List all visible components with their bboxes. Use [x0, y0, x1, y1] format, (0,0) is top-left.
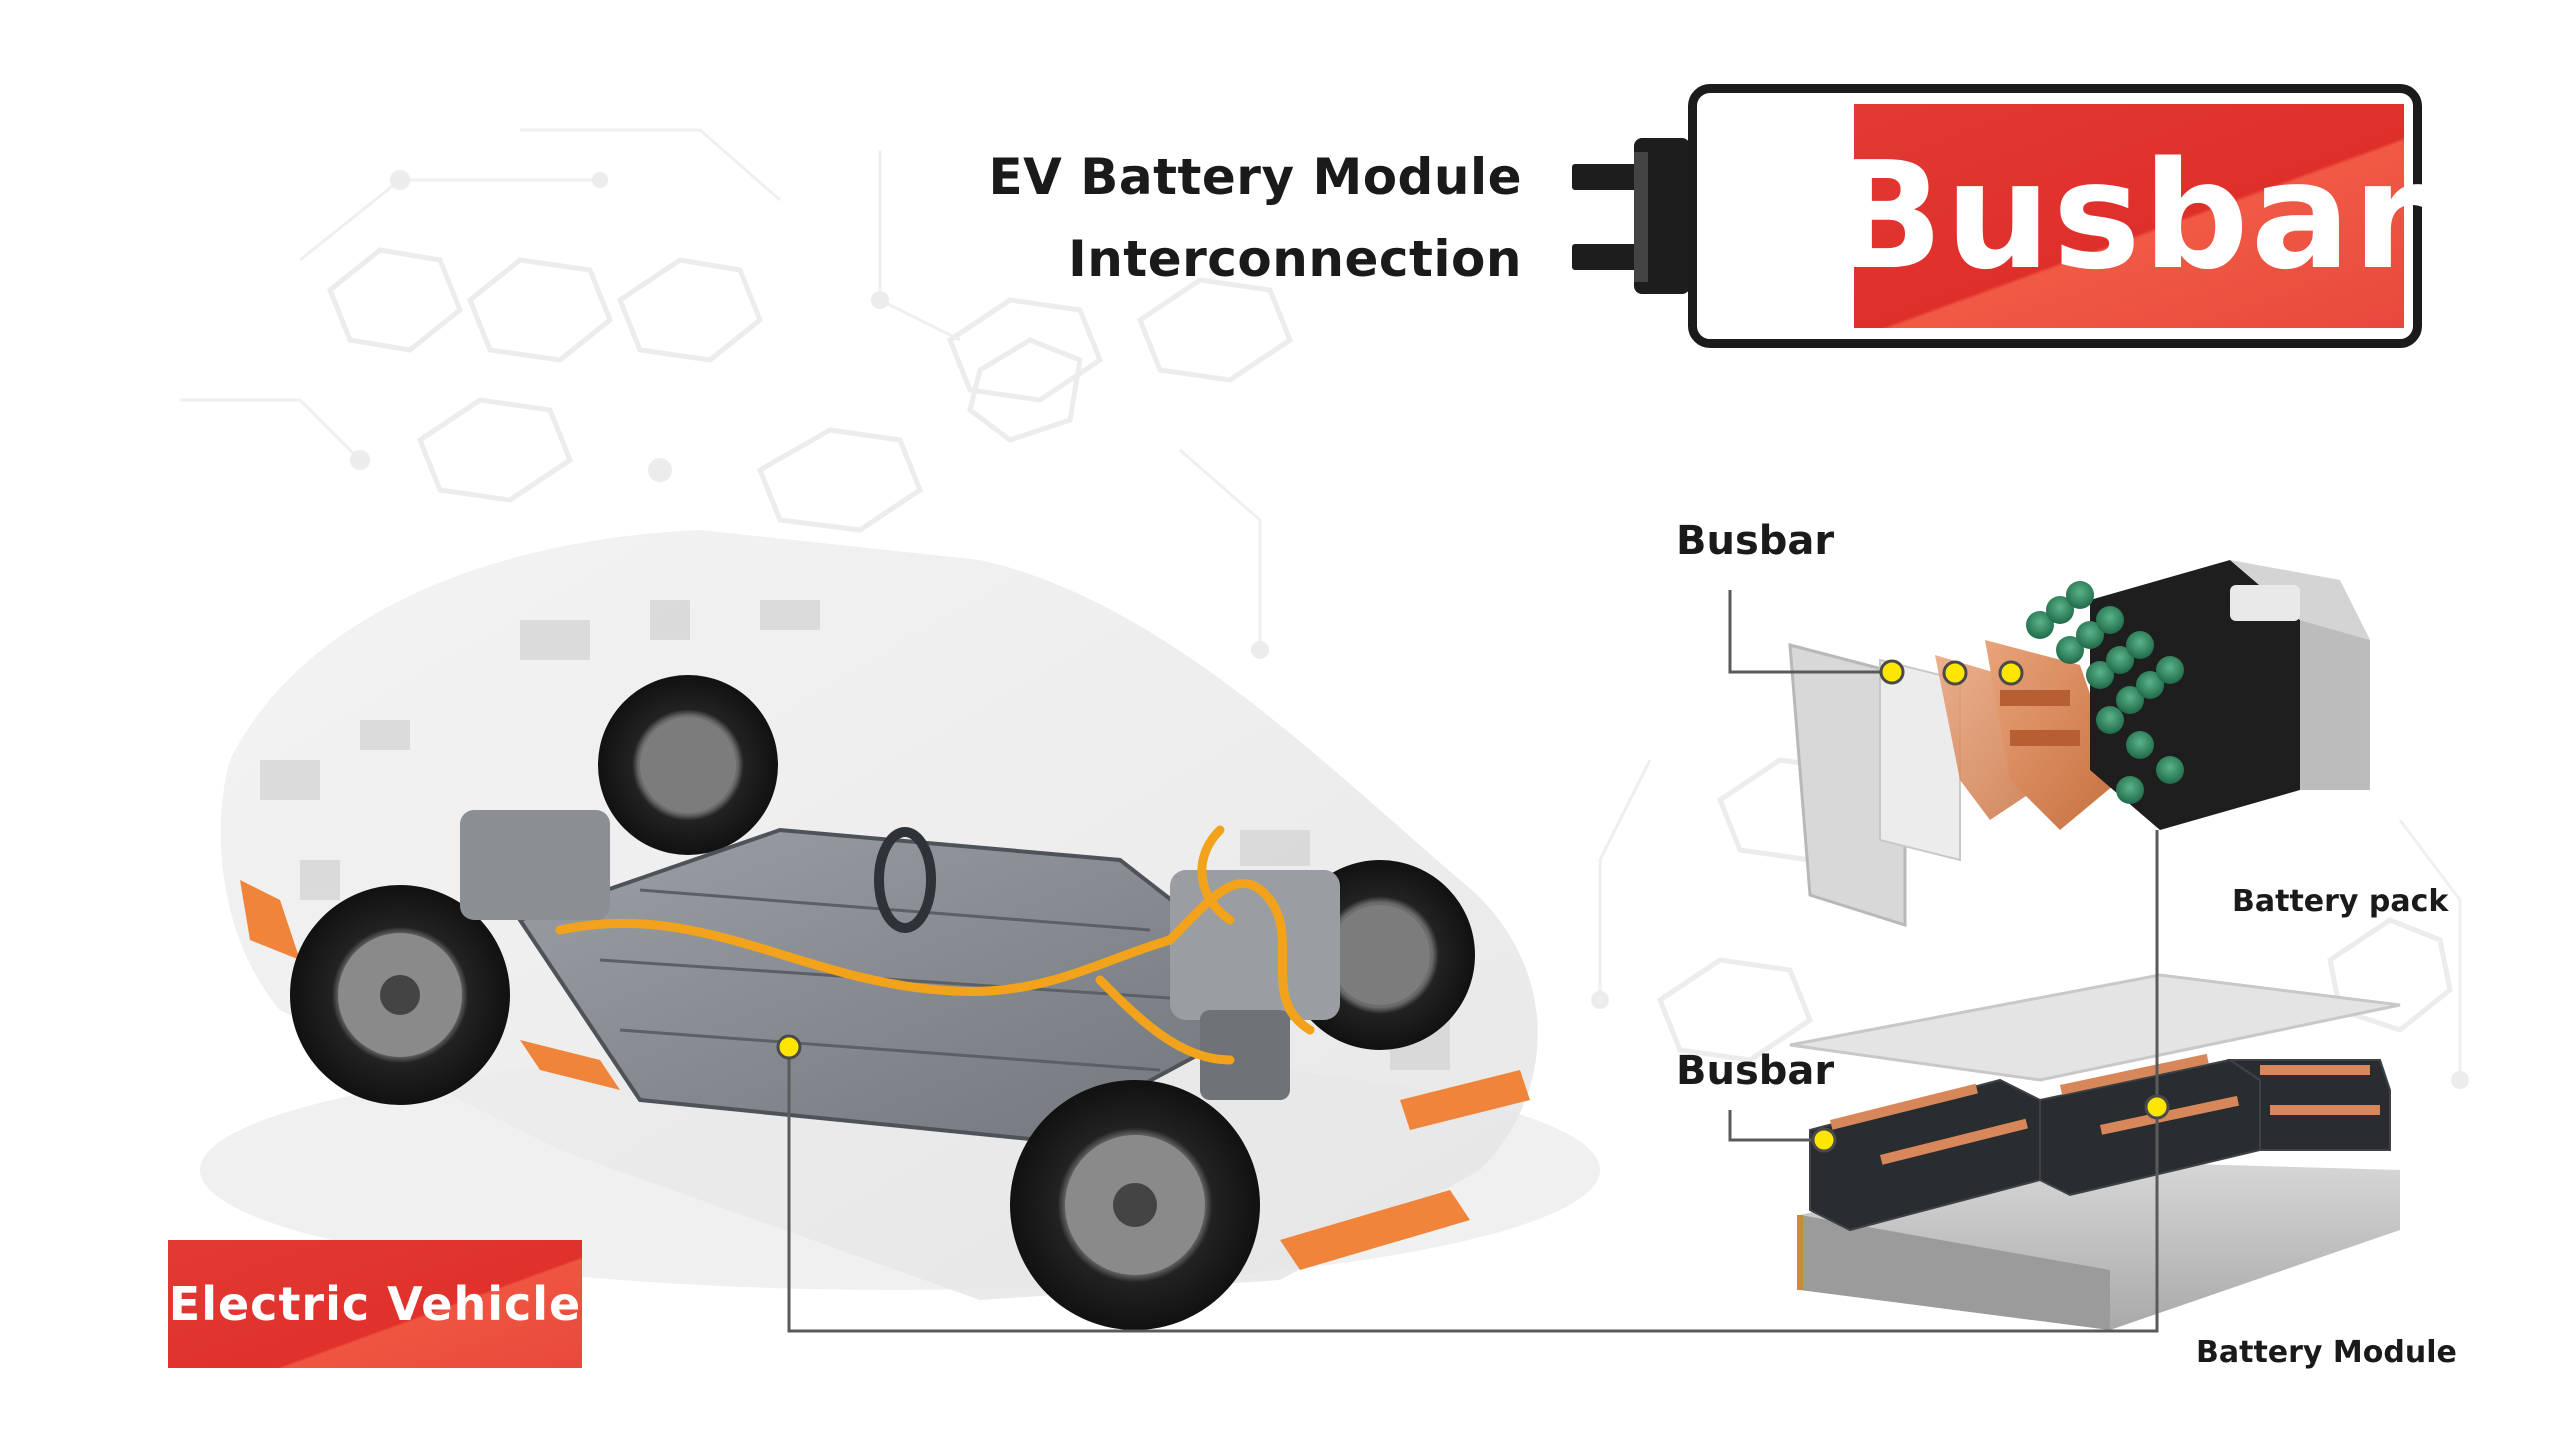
label-battery-pack: Battery pack	[2232, 884, 2449, 919]
electric-vehicle-tag: Electric Vehicle	[168, 1240, 582, 1368]
header-title-line-2: Interconnection	[1068, 230, 1522, 288]
busbar-badge: Busbar	[1830, 104, 2426, 328]
header-title-line-1: EV Battery Module	[988, 148, 1522, 206]
label-battery-module: Battery Module	[2196, 1335, 2457, 1370]
plug-connector-icon	[1572, 138, 1690, 294]
electric-vehicle-illustration	[200, 530, 1600, 1330]
battery-pack-exploded-illustration	[1788, 560, 2370, 928]
battery-module-illustration	[1789, 973, 2401, 1330]
busbar-badge-text: Busbar	[1830, 130, 2428, 302]
label-busbar-module: Busbar	[1676, 1048, 1835, 1094]
callout-markers	[776, 659, 2170, 1153]
callout-lines	[787, 590, 2159, 1333]
electric-vehicle-tag-text: Electric Vehicle	[168, 1277, 582, 1331]
label-busbar-pack: Busbar	[1676, 518, 1835, 564]
